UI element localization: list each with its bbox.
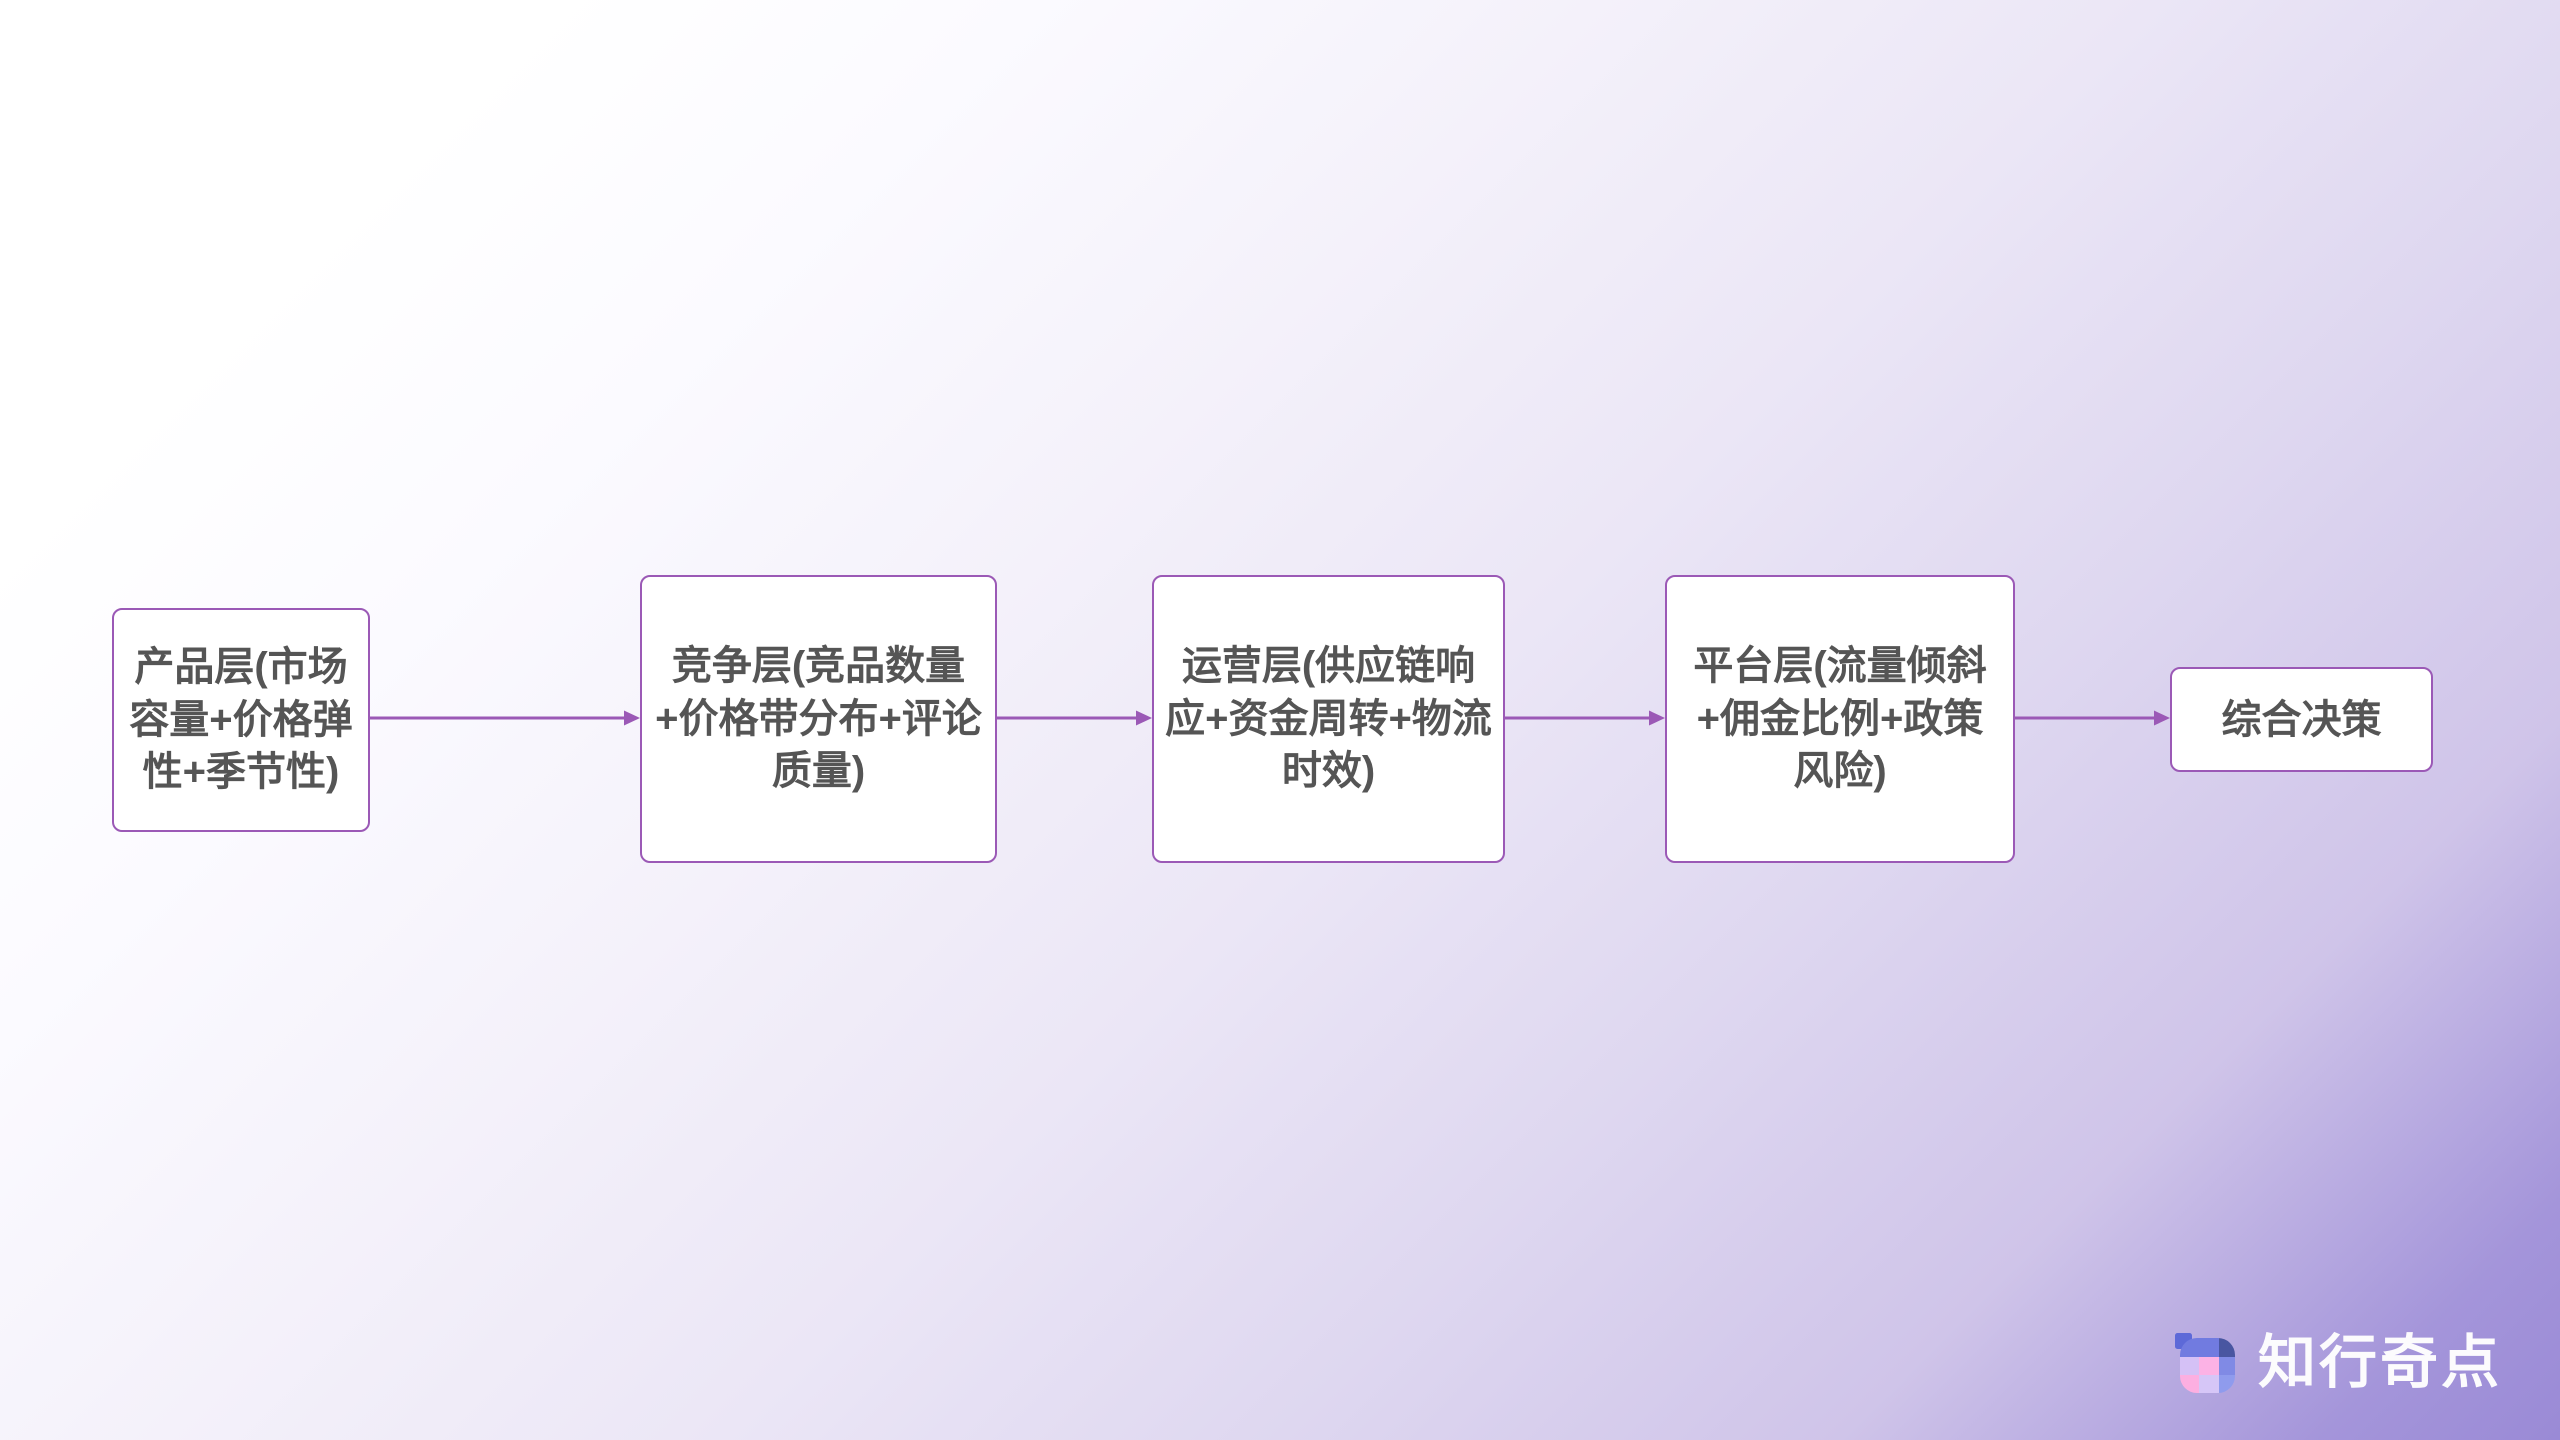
flow-arrow-1 (370, 705, 640, 731)
flow-node-label: 产品层(市场容量+价格弹性+季节性) (129, 644, 353, 795)
flow-node-label: 竞争层(竞品数量+价格带分布+评论质量) (655, 643, 982, 794)
flow-node-operations-layer[interactable]: 运营层(供应链响应+资金周转+物流时效) (1152, 575, 1505, 863)
arrow-icon (370, 710, 640, 726)
flow-node-platform-layer[interactable]: 平台层(流量倾斜+佣金比例+政策风险) (1665, 575, 2015, 863)
app-tile-logo-icon (2174, 1332, 2236, 1394)
flow-node-comprehensive-decision[interactable]: 综合决策 (2170, 667, 2433, 772)
flow-node-product-layer[interactable]: 产品层(市场容量+价格弹性+季节性) (112, 608, 370, 832)
flow-arrow-3 (1505, 705, 1665, 731)
arrow-icon (997, 710, 1152, 726)
flow-node-label: 运营层(供应链响应+资金周转+物流时效) (1165, 643, 1492, 794)
flow-node-label: 平台层(流量倾斜+佣金比例+政策风险) (1693, 643, 1987, 794)
flow-arrow-4 (2015, 705, 2170, 731)
flow-node-competition-layer[interactable]: 竞争层(竞品数量+价格带分布+评论质量) (640, 575, 997, 863)
arrow-icon (2015, 710, 2170, 726)
watermark-text: 知行奇点 (2257, 1330, 2502, 1395)
watermark: 知行奇点 (2174, 1332, 2502, 1394)
flow-arrow-2 (997, 705, 1152, 731)
flow-node-label: 综合决策 (2221, 697, 2382, 742)
arrow-icon (1505, 710, 1665, 726)
